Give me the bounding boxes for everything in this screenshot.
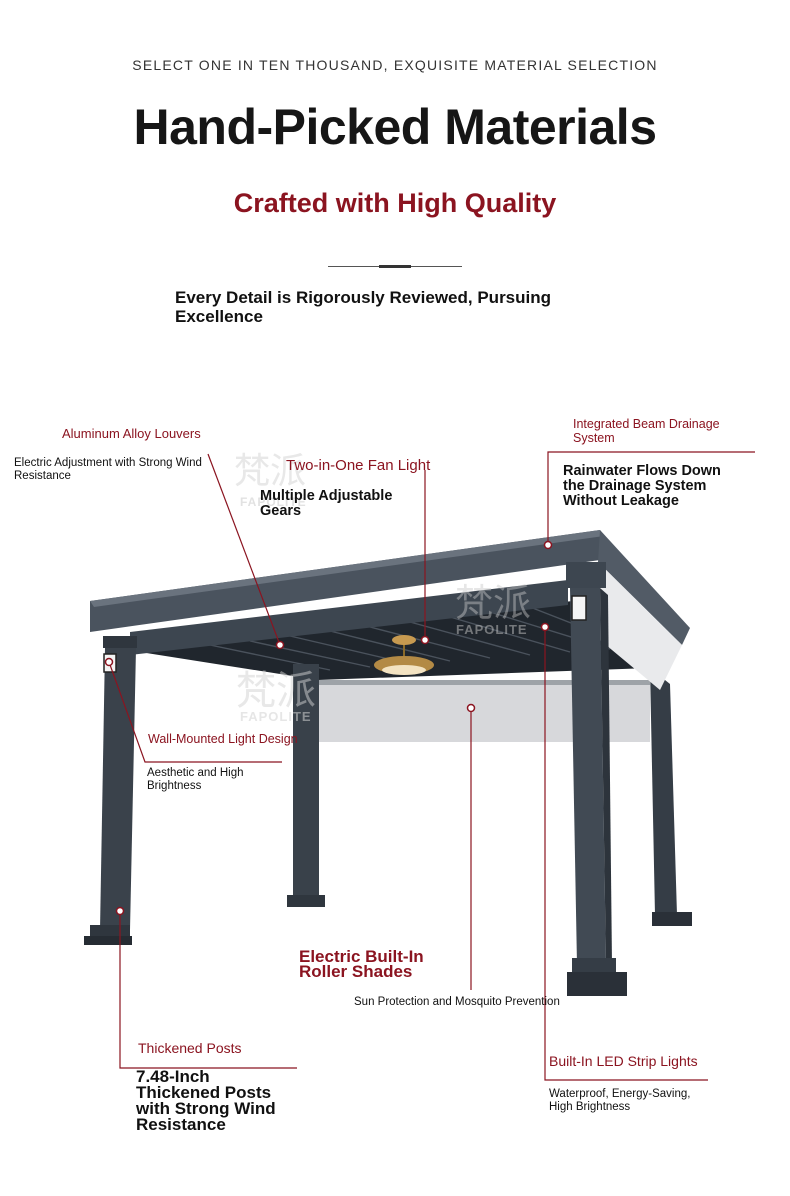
callout-posts-desc: 7.48-Inch Thickened Posts with Strong Wi… (136, 1067, 276, 1134)
front-right-post (570, 588, 606, 965)
left-post-plinth (84, 936, 132, 945)
leader-led (544, 627, 708, 1081)
callout-shades-desc: Sun Protection and Mosquito Prevention (354, 996, 560, 1008)
watermark-glyphs: 梵派 (236, 668, 316, 714)
front-left-post (100, 648, 136, 930)
watermark-glyphs: 梵派 (234, 451, 307, 492)
callout-led-desc: Waterproof, Energy-Saving, High Brightne… (549, 1088, 691, 1113)
dot-louvers (275, 640, 285, 650)
callout-shades-title: Electric Built-In Roller Shades (299, 947, 424, 981)
dot-posts (115, 906, 125, 916)
callout-louvers-desc: Electric Adjustment with Strong Wind Res… (14, 457, 202, 482)
callout-led-title: Built-In LED Strip Lights (549, 1053, 698, 1069)
dot-drainage (543, 540, 553, 550)
watermark-text: FAPOLITE (240, 709, 312, 724)
fan-light-glow (382, 665, 426, 675)
divider-mark (379, 265, 411, 268)
callout-fan-desc: Multiple Adjustable Gears (260, 488, 393, 519)
wall-light-right (571, 595, 587, 621)
front-beam-crown (90, 530, 604, 607)
leader-wall-light (108, 661, 282, 763)
dot-fan (420, 635, 430, 645)
side-shade-panel (598, 562, 682, 690)
back-right-post (650, 668, 677, 915)
callout-drainage-title: Integrated Beam Drainage System (573, 417, 720, 445)
back-right-post-base (652, 912, 692, 926)
callout-posts-title: Thickened Posts (138, 1040, 242, 1056)
back-left-post (293, 664, 319, 900)
section-kicker: SELECT ONE IN TEN THOUSAND, EXQUISITE MA… (132, 57, 658, 73)
watermark-text: FAPOLITE (240, 495, 307, 509)
shade-cassette (318, 680, 650, 685)
front-right-post-side (600, 588, 612, 965)
callout-drainage-desc: Rainwater Flows Down the Drainage System… (563, 463, 721, 509)
leader-posts (119, 911, 297, 1069)
callout-wall-light-desc: Aesthetic and High Brightness (147, 767, 244, 792)
lead-text: Every Detail is Rigorously Reviewed, Pur… (175, 288, 552, 326)
dot-wall-light (104, 657, 114, 667)
page-title: Hand-Picked Materials (133, 99, 657, 155)
left-post-cap (103, 636, 137, 648)
watermark-text: FAPOLITE (456, 622, 528, 637)
leader-louvers (207, 453, 281, 646)
side-beam (598, 530, 690, 645)
page-subtitle: Crafted with High Quality (233, 188, 557, 218)
callout-wall-light-title: Wall-Mounted Light Design (148, 732, 298, 746)
dot-shades (466, 703, 476, 713)
leader-drainage (547, 451, 755, 545)
fan-canopy (392, 635, 416, 645)
dot-led (540, 622, 550, 632)
front-beam-face (130, 580, 568, 655)
back-left-post-base (287, 895, 325, 907)
front-beam-top (90, 530, 600, 632)
callout-louvers-title: Aluminum Alloy Louvers (62, 426, 201, 441)
right-post-base (572, 958, 616, 972)
callout-fan-title: Two-in-One Fan Light (286, 457, 431, 474)
right-post-cap (566, 562, 606, 588)
left-post-base (90, 925, 130, 937)
louver-slats (209, 606, 631, 671)
right-post-plinth (567, 972, 627, 996)
watermark-glyphs: 梵派 (455, 581, 532, 625)
